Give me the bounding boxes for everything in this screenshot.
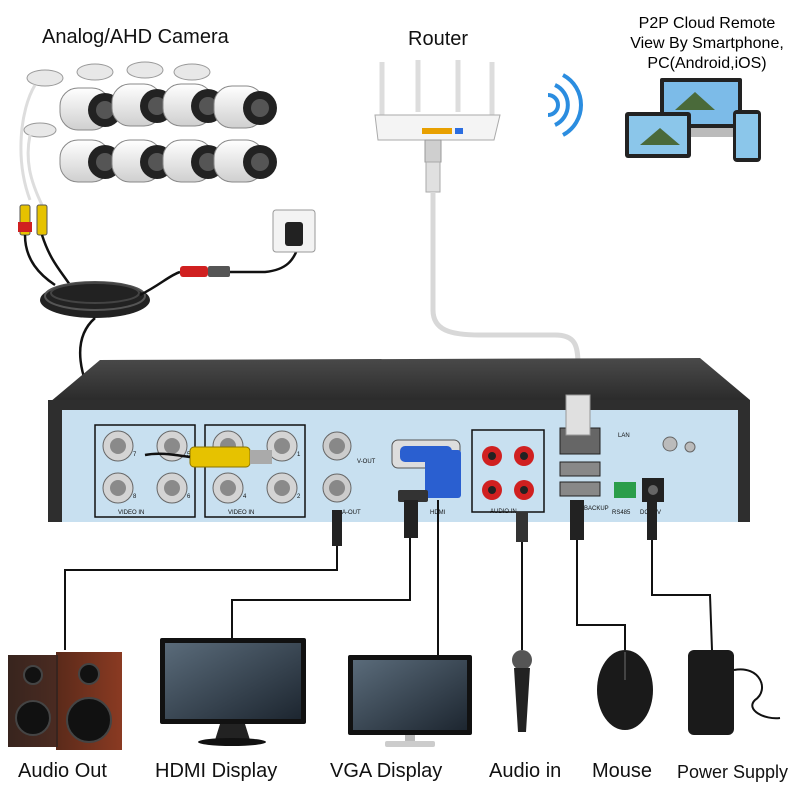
camera-group-icon	[23, 61, 277, 183]
dc-power-port	[642, 478, 664, 502]
cable-coil-icon	[40, 281, 150, 318]
ground-screw-icon	[662, 436, 696, 453]
rs485-label: RS485	[612, 510, 631, 516]
cloud-label-line: P2P Cloud Remote	[638, 15, 776, 32]
vga-display-label: VGA Display	[330, 760, 443, 782]
bnc-plug-icon	[144, 446, 272, 468]
cloud-label-line: PC(Android,iOS)	[647, 55, 767, 72]
mouse-icon	[597, 650, 653, 730]
channel-number: 6	[187, 494, 191, 500]
channel-number: 2	[297, 494, 301, 500]
channel-number: 8	[133, 494, 137, 500]
bnc-video-in-port: 4	[212, 472, 247, 504]
camera-cable	[19, 84, 44, 206]
audio-in-label: AUDIO IN	[490, 509, 517, 515]
v-out-label: V-OUT	[357, 459, 376, 465]
wall-adapter-icon	[272, 209, 316, 253]
audio-out-cable	[64, 510, 338, 650]
router-icon	[374, 60, 501, 141]
bnc-video-in-port: 8	[102, 472, 137, 504]
audio-in-panel	[471, 429, 545, 513]
hdmi-cable	[231, 535, 411, 640]
monitor-icon	[160, 638, 306, 746]
router-label: Router	[408, 28, 469, 50]
a-out-label: A-OUT	[342, 510, 361, 516]
usb-label: USB BACKUP	[570, 506, 609, 512]
bnc-video-in-port: 7	[102, 430, 137, 462]
remote-devices-icon	[625, 78, 761, 162]
a-out-port	[322, 473, 352, 503]
channel-number: 7	[133, 452, 137, 458]
power-supply-label: Power Supply	[677, 762, 789, 782]
speaker-icon	[8, 652, 122, 750]
vga-port	[391, 439, 461, 498]
usb-ports	[559, 461, 601, 497]
camera-label: Analog/AHD Camera	[42, 26, 229, 48]
channel-number: 4	[243, 494, 247, 500]
v-out-port	[322, 431, 352, 461]
power-cable	[651, 500, 713, 651]
microphone-icon	[512, 650, 532, 732]
hdmi-display-label: HDMI Display	[155, 760, 278, 782]
rs485-port	[614, 482, 636, 498]
power-adapter-icon	[688, 650, 781, 735]
lan-label: LAN	[618, 433, 630, 439]
wifi-icon	[547, 73, 583, 137]
audio-in-device-label: Audio in	[489, 760, 562, 782]
cloud-label-line: View By Smartphone,	[630, 35, 784, 52]
mouse-cable	[576, 540, 626, 650]
video-in-panel	[94, 424, 306, 518]
lan-port	[559, 394, 601, 455]
cloud-label: P2P Cloud Remote View By Smartphone, PC(…	[612, 14, 800, 74]
bnc-video-in-port: 6	[156, 472, 191, 504]
video-in-label-right: VIDEO IN	[228, 510, 254, 516]
bnc-video-in-port: 1	[266, 430, 301, 462]
channel-number: 5	[187, 452, 191, 458]
video-in-label-left: VIDEO IN	[118, 510, 144, 516]
monitor-icon	[348, 655, 472, 747]
mouse-label: Mouse	[592, 760, 653, 782]
hdmi-port	[398, 490, 428, 502]
bnc-video-in-port: 2	[266, 472, 301, 504]
audio-out-label: Audio Out	[18, 760, 107, 782]
channel-number: 1	[297, 452, 301, 458]
